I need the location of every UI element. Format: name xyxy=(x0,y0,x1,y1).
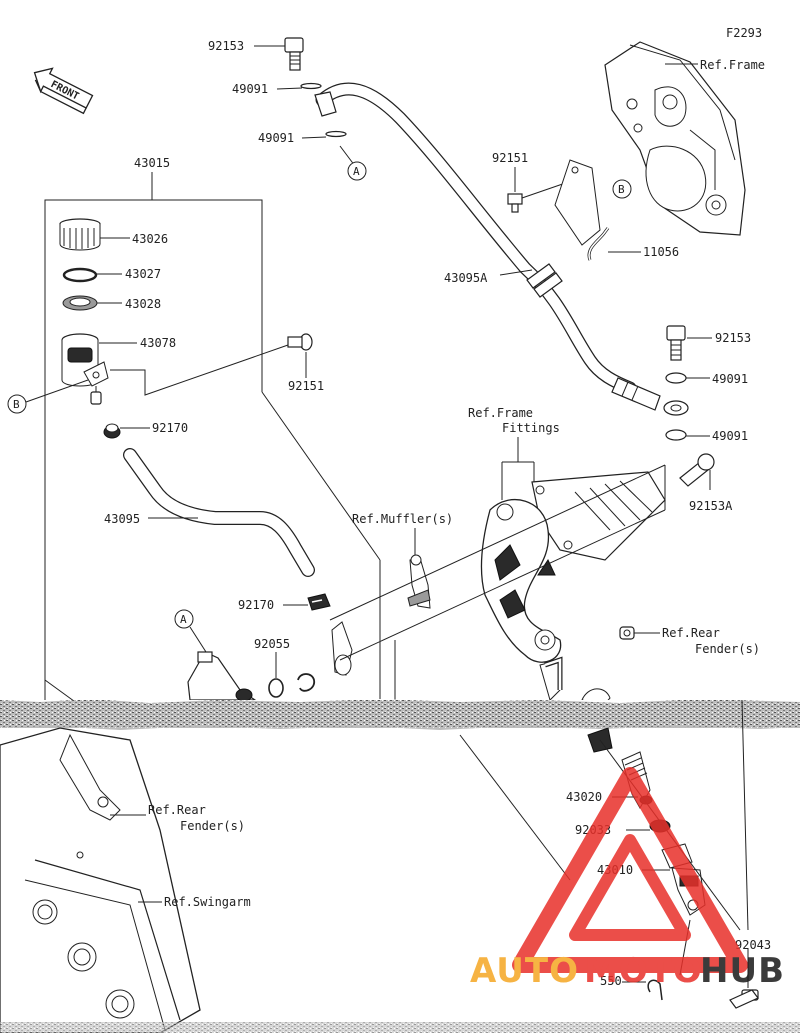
label-49091-right2: 49091 xyxy=(712,429,748,443)
bolt-92153a xyxy=(679,453,715,487)
reservoir-cap-43026 xyxy=(59,218,101,251)
svg-text:A: A xyxy=(353,165,360,178)
ref-frame-fittings-1: Ref.Frame xyxy=(468,406,533,420)
ref-rear-fender-left-2: Fender(s) xyxy=(180,819,245,833)
swingarm-ref-part xyxy=(0,727,201,1033)
callout-a-top xyxy=(347,161,367,181)
watermark-hub: HUB xyxy=(700,951,785,991)
label-49091-right1: 49091 xyxy=(712,372,748,386)
label-43095: 43095 xyxy=(104,512,140,526)
watermark-auto: AUTO xyxy=(470,951,579,991)
label-43015: 43015 xyxy=(134,156,170,170)
bolt-92151-mid xyxy=(507,193,523,213)
bottom-scan-noise xyxy=(0,1022,800,1033)
muffler-bracket xyxy=(407,554,431,609)
ref-frame-top: Ref.Frame xyxy=(700,58,765,72)
hose-clamp-92170-top xyxy=(103,423,121,439)
label-49091-top1: 49091 xyxy=(232,82,268,96)
cotter-pin-550 xyxy=(647,979,663,1001)
svg-text:B: B xyxy=(618,183,625,196)
master-cylinder-body xyxy=(187,651,257,702)
callout-a-lower xyxy=(174,609,194,629)
label-92151-left: 92151 xyxy=(288,379,324,393)
watermark-moto: MOTO xyxy=(584,951,703,991)
bracket-11056 xyxy=(554,159,610,261)
label-92043: 92043 xyxy=(735,938,771,952)
brake-hose-43095a xyxy=(314,82,689,416)
diaphragm-plate-43027 xyxy=(62,267,98,283)
o-ring-92055 xyxy=(268,678,284,698)
circlip xyxy=(297,673,315,692)
washer-49091-top1 xyxy=(300,82,322,90)
bolt-92151-left xyxy=(287,333,313,351)
washer-49091-top2 xyxy=(325,130,347,138)
label-43028: 43028 xyxy=(125,297,161,311)
label-43095a: 43095A xyxy=(444,271,488,285)
figure-code: F2293 xyxy=(726,26,762,40)
label-43078: 43078 xyxy=(140,336,176,350)
frame-ref-part xyxy=(604,41,746,236)
reservoir-43078 xyxy=(61,333,109,405)
label-11056: 11056 xyxy=(643,245,679,259)
automotohub-watermark-logo: AUTO MOTO HUB xyxy=(470,767,785,991)
label-92153-right: 92153 xyxy=(715,331,751,345)
banjo-bolt-92153-right xyxy=(666,325,686,361)
label-92151-mid: 92151 xyxy=(492,151,528,165)
label-92153-top: 92153 xyxy=(208,39,244,53)
label-43026: 43026 xyxy=(132,232,168,246)
clevis-pin-92043 xyxy=(729,989,759,1009)
front-arrow-icon: FRONT xyxy=(33,67,94,115)
washer-49091-right1 xyxy=(665,372,687,384)
callout-b-top xyxy=(612,179,632,199)
callout-b-left xyxy=(7,394,27,414)
label-550: 550 xyxy=(600,974,622,988)
rear-fender-bolt-right xyxy=(619,626,635,640)
ref-muffler: Ref.Muffler(s) xyxy=(352,512,453,526)
label-43020: 43020 xyxy=(566,790,602,804)
ref-rear-fender-left-1: Ref.Rear xyxy=(148,803,206,817)
washer-49091-right2 xyxy=(665,429,687,441)
label-49091-top2: 49091 xyxy=(258,131,294,145)
hose-fitting xyxy=(331,621,353,676)
svg-text:A: A xyxy=(180,613,187,626)
ref-rear-fender-right-1: Ref.Rear xyxy=(662,626,720,640)
svg-text:B: B xyxy=(13,398,20,411)
label-43027: 43027 xyxy=(125,267,161,281)
heel-guard-plate xyxy=(531,471,666,561)
torn-page-band xyxy=(0,699,800,730)
label-92055: 92055 xyxy=(254,637,290,651)
label-92153a: 92153A xyxy=(689,499,733,513)
label-92170-bottom: 92170 xyxy=(238,598,274,612)
ref-rear-fender-right-2: Fender(s) xyxy=(695,642,760,656)
label-92170-top: 92170 xyxy=(152,421,188,435)
diaphragm-43028 xyxy=(62,295,98,311)
ref-frame-fittings-2: Fittings xyxy=(502,421,560,435)
hose-clamp-92170-bottom xyxy=(307,593,331,611)
reservoir-hose-43095 xyxy=(123,448,315,577)
banjo-bolt-92153-top xyxy=(284,37,304,71)
ref-swingarm: Ref.Swingarm xyxy=(164,895,251,909)
